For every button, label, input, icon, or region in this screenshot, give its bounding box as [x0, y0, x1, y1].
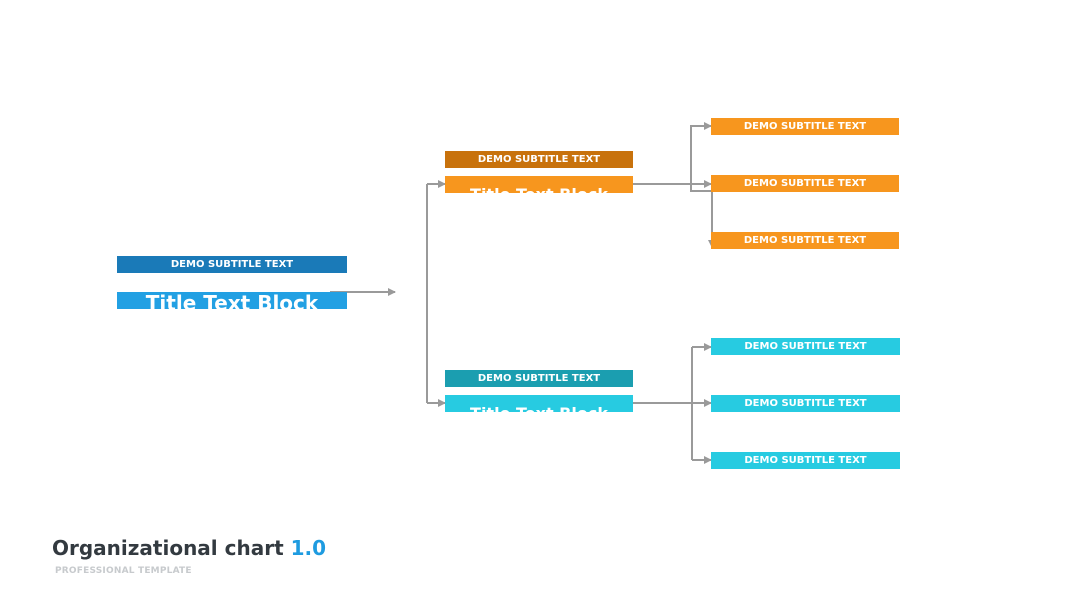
branch-1-subtitle: DEMO SUBTITLE TEXT [445, 151, 633, 168]
branch-2-child-2: DEMO SUBTITLE TEXT [711, 395, 900, 412]
branch-1-child-2: DEMO SUBTITLE TEXT [711, 175, 899, 192]
root-title: Title Text Block [117, 292, 347, 309]
branch-1-child-3-connector [690, 184, 716, 248]
branch-1-title: Title Text Block [445, 176, 633, 193]
page-title-version: 1.0 [290, 536, 327, 560]
branch-1-child-1-connector [690, 122, 712, 191]
branch-1-child-1: DEMO SUBTITLE TEXT [711, 118, 899, 135]
branch-2-child-3: DEMO SUBTITLE TEXT [711, 452, 900, 469]
branch-2-subtitle: DEMO SUBTITLE TEXT [445, 370, 633, 387]
page-title-text: Organizational chart [52, 536, 284, 560]
root-subtitle: DEMO SUBTITLE TEXT [117, 256, 347, 273]
branch-1-child-3: DEMO SUBTITLE TEXT [711, 232, 899, 249]
page-title: Organizational chart 1.0 [52, 536, 326, 560]
page-subtitle: PROFESSIONAL TEMPLATE [55, 566, 192, 576]
branch-2-child-1: DEMO SUBTITLE TEXT [711, 338, 900, 355]
branch-2-title: Title Text Block [445, 395, 633, 412]
